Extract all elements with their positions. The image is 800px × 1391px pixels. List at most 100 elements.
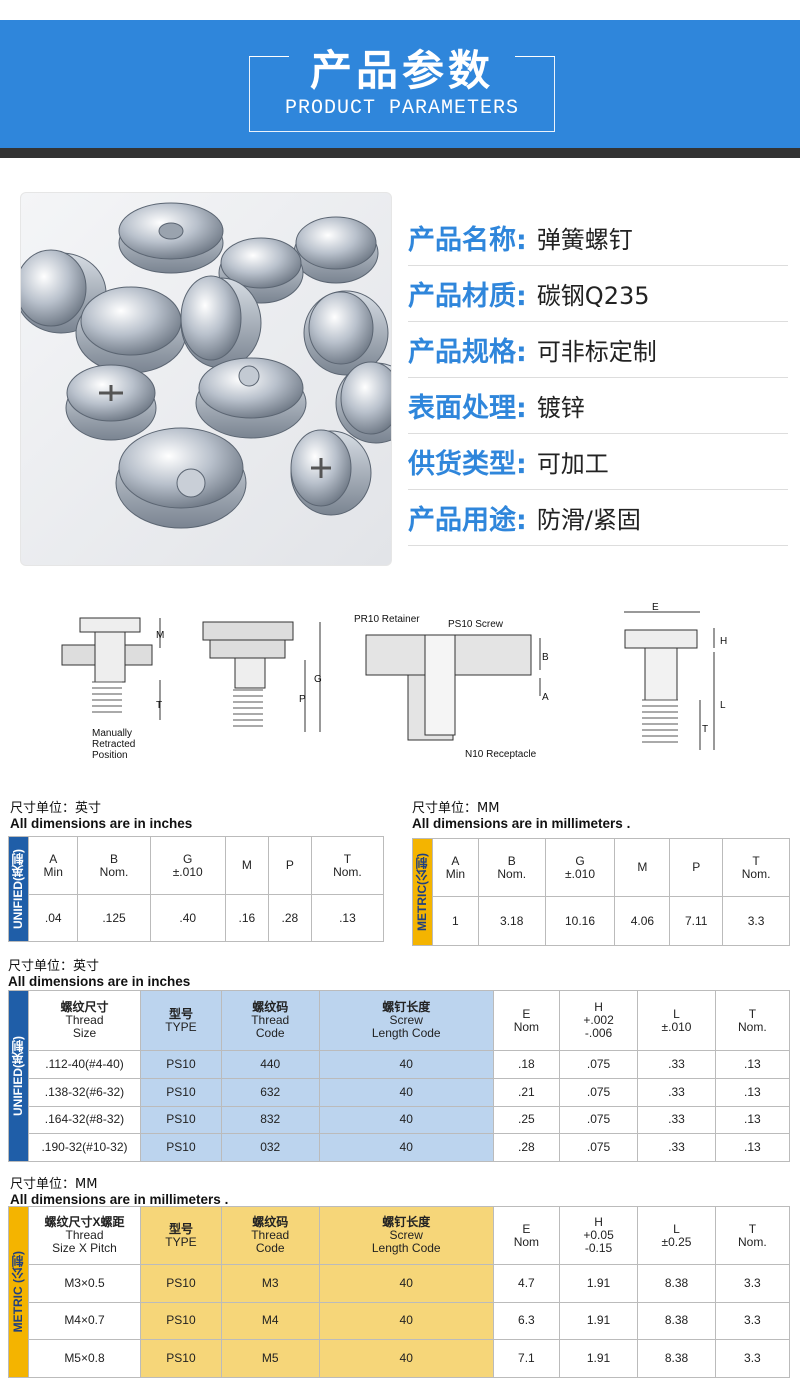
page-subtitle: PRODUCT PARAMETERS	[284, 97, 520, 120]
table-cell: 4.7	[492, 1264, 560, 1303]
page-title: 产品参数	[309, 46, 494, 95]
table-cell: .164-32(#8-32)	[28, 1105, 141, 1135]
table-cell: .075	[558, 1133, 639, 1162]
table-cell: .190-32(#10-32)	[28, 1133, 141, 1162]
drawing-installed	[202, 621, 321, 732]
label-t2: T	[702, 724, 708, 735]
table-row: .04.125.40.16.28.13	[9, 894, 385, 942]
drawing-screw-dims	[624, 611, 715, 750]
table-cell: H+0.05-0.15	[558, 1206, 639, 1265]
table-cell: 1.91	[558, 1339, 639, 1378]
table-cell: 10.16	[544, 896, 616, 946]
info-row-usage: 产品用途: 防滑/紧固	[408, 490, 788, 546]
label-retainer: PR10 Retainer	[354, 614, 420, 625]
table-cell: .112-40(#4-40)	[28, 1050, 141, 1079]
table-cell: 7.11	[669, 896, 724, 946]
table4-side-label: METRIC (公制)	[8, 1206, 29, 1378]
table-cell: PS10	[140, 1133, 222, 1162]
info-key: 产品用途:	[408, 505, 527, 536]
table-cell: M4	[220, 1301, 320, 1341]
table-cell: 3.3	[714, 1339, 791, 1378]
table-cell: .40	[149, 894, 226, 942]
label-g: G	[314, 674, 322, 685]
table-cell: .25	[492, 1105, 560, 1135]
label-b: B	[542, 652, 549, 663]
table-cell: .33	[637, 1077, 716, 1107]
table-cell: 6.3	[492, 1301, 560, 1341]
table-cell: 440	[220, 1050, 320, 1079]
table-cell: 7.1	[492, 1339, 560, 1378]
table-cell: M5	[220, 1339, 320, 1378]
table-cell: .075	[558, 1050, 639, 1079]
table-cell: M	[224, 836, 269, 895]
header-divider-bar	[0, 148, 800, 158]
info-value: 可非标定制	[536, 338, 657, 366]
table-cell: 8.38	[637, 1339, 716, 1378]
table-cell: 40	[318, 1339, 494, 1378]
table-cell: 832	[220, 1105, 320, 1135]
info-key: 产品规格:	[408, 337, 527, 368]
label-p: P	[299, 694, 306, 705]
drawing-assembly	[365, 634, 541, 741]
info-row-supply: 供货类型:可加工	[408, 434, 788, 490]
label-screw: PS10 Screw	[448, 619, 504, 630]
info-value: 防滑/紧固	[536, 506, 641, 534]
info-row-surface: 表面处理:镀锌	[408, 378, 788, 434]
table-cell: P	[267, 836, 312, 895]
info-value: 镀锌	[536, 394, 585, 422]
header-banner	[0, 20, 800, 148]
info-value: 可加工	[536, 450, 609, 478]
info-key: 产品材质:	[408, 281, 527, 312]
table-cell: .13	[714, 1077, 791, 1107]
info-key: 产品名称:	[408, 225, 527, 256]
table-cell: .075	[558, 1077, 639, 1107]
technical-drawings: M T G P PR10 Retainer PS10 Screw B A N10…	[61, 602, 727, 760]
table-cell: 4.06	[614, 896, 671, 946]
label-e: E	[652, 602, 659, 613]
label-receptacle: N10 Receptacle	[465, 749, 537, 760]
table-cell: M5×0.8	[28, 1339, 141, 1378]
table-cell: 8.38	[637, 1264, 716, 1303]
table-cell: .13	[714, 1050, 791, 1079]
table-cell: 032	[220, 1133, 320, 1162]
table3-side-label: UNIFIED(英制)	[8, 990, 29, 1162]
info-row-material: 产品材质: 碳钢Q235	[408, 266, 788, 322]
table-cell: P	[669, 838, 724, 897]
info-value: 碳钢Q235	[536, 282, 650, 310]
table2-side-label: METRIC(公制)	[412, 838, 433, 946]
table-cell: 3.3	[722, 896, 790, 946]
table-cell: G±.010	[149, 836, 226, 895]
table-cell: 3.18	[477, 896, 546, 946]
retracted-caption: Manually Retracted Position	[92, 728, 136, 761]
table-cell: .04	[27, 894, 79, 942]
table-cell: L±.010	[637, 990, 716, 1051]
table-cell: L±0.25	[637, 1206, 716, 1265]
table-cell: G±.010	[544, 838, 616, 897]
drawing-retracted	[61, 617, 161, 720]
table-cell: .138-32(#6-32)	[28, 1077, 141, 1107]
product-photo	[20, 192, 392, 566]
table-cell: 1	[432, 896, 479, 946]
table-cell: M3×0.5	[28, 1264, 141, 1303]
